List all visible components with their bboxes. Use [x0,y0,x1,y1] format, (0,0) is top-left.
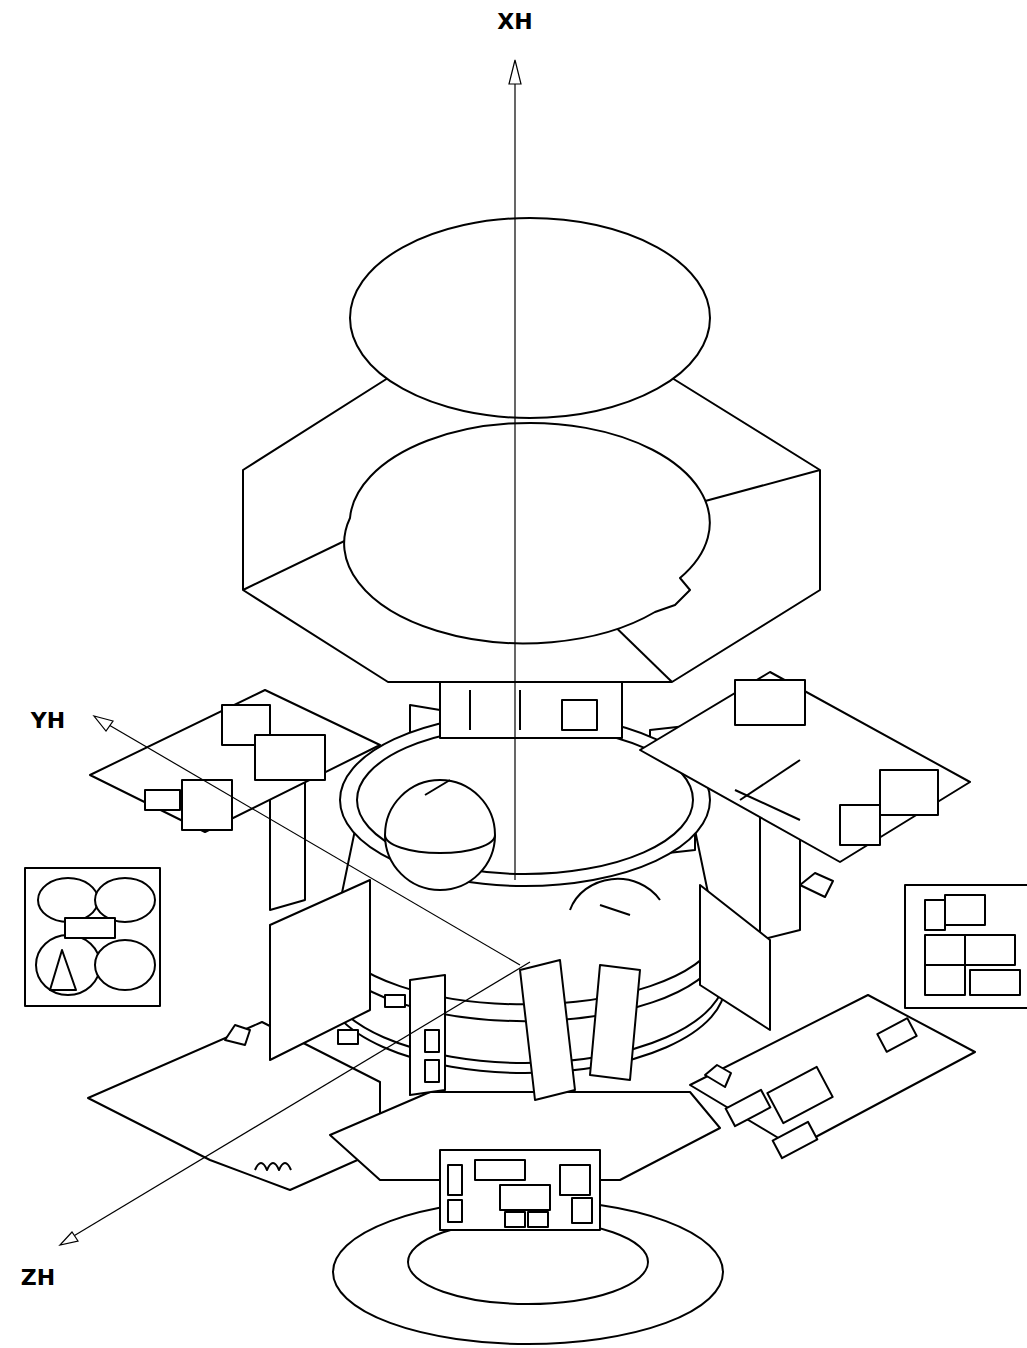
axis-label: XH [495,10,534,34]
axis-label: ZH [19,1266,57,1290]
axis-label: YH [29,709,67,733]
